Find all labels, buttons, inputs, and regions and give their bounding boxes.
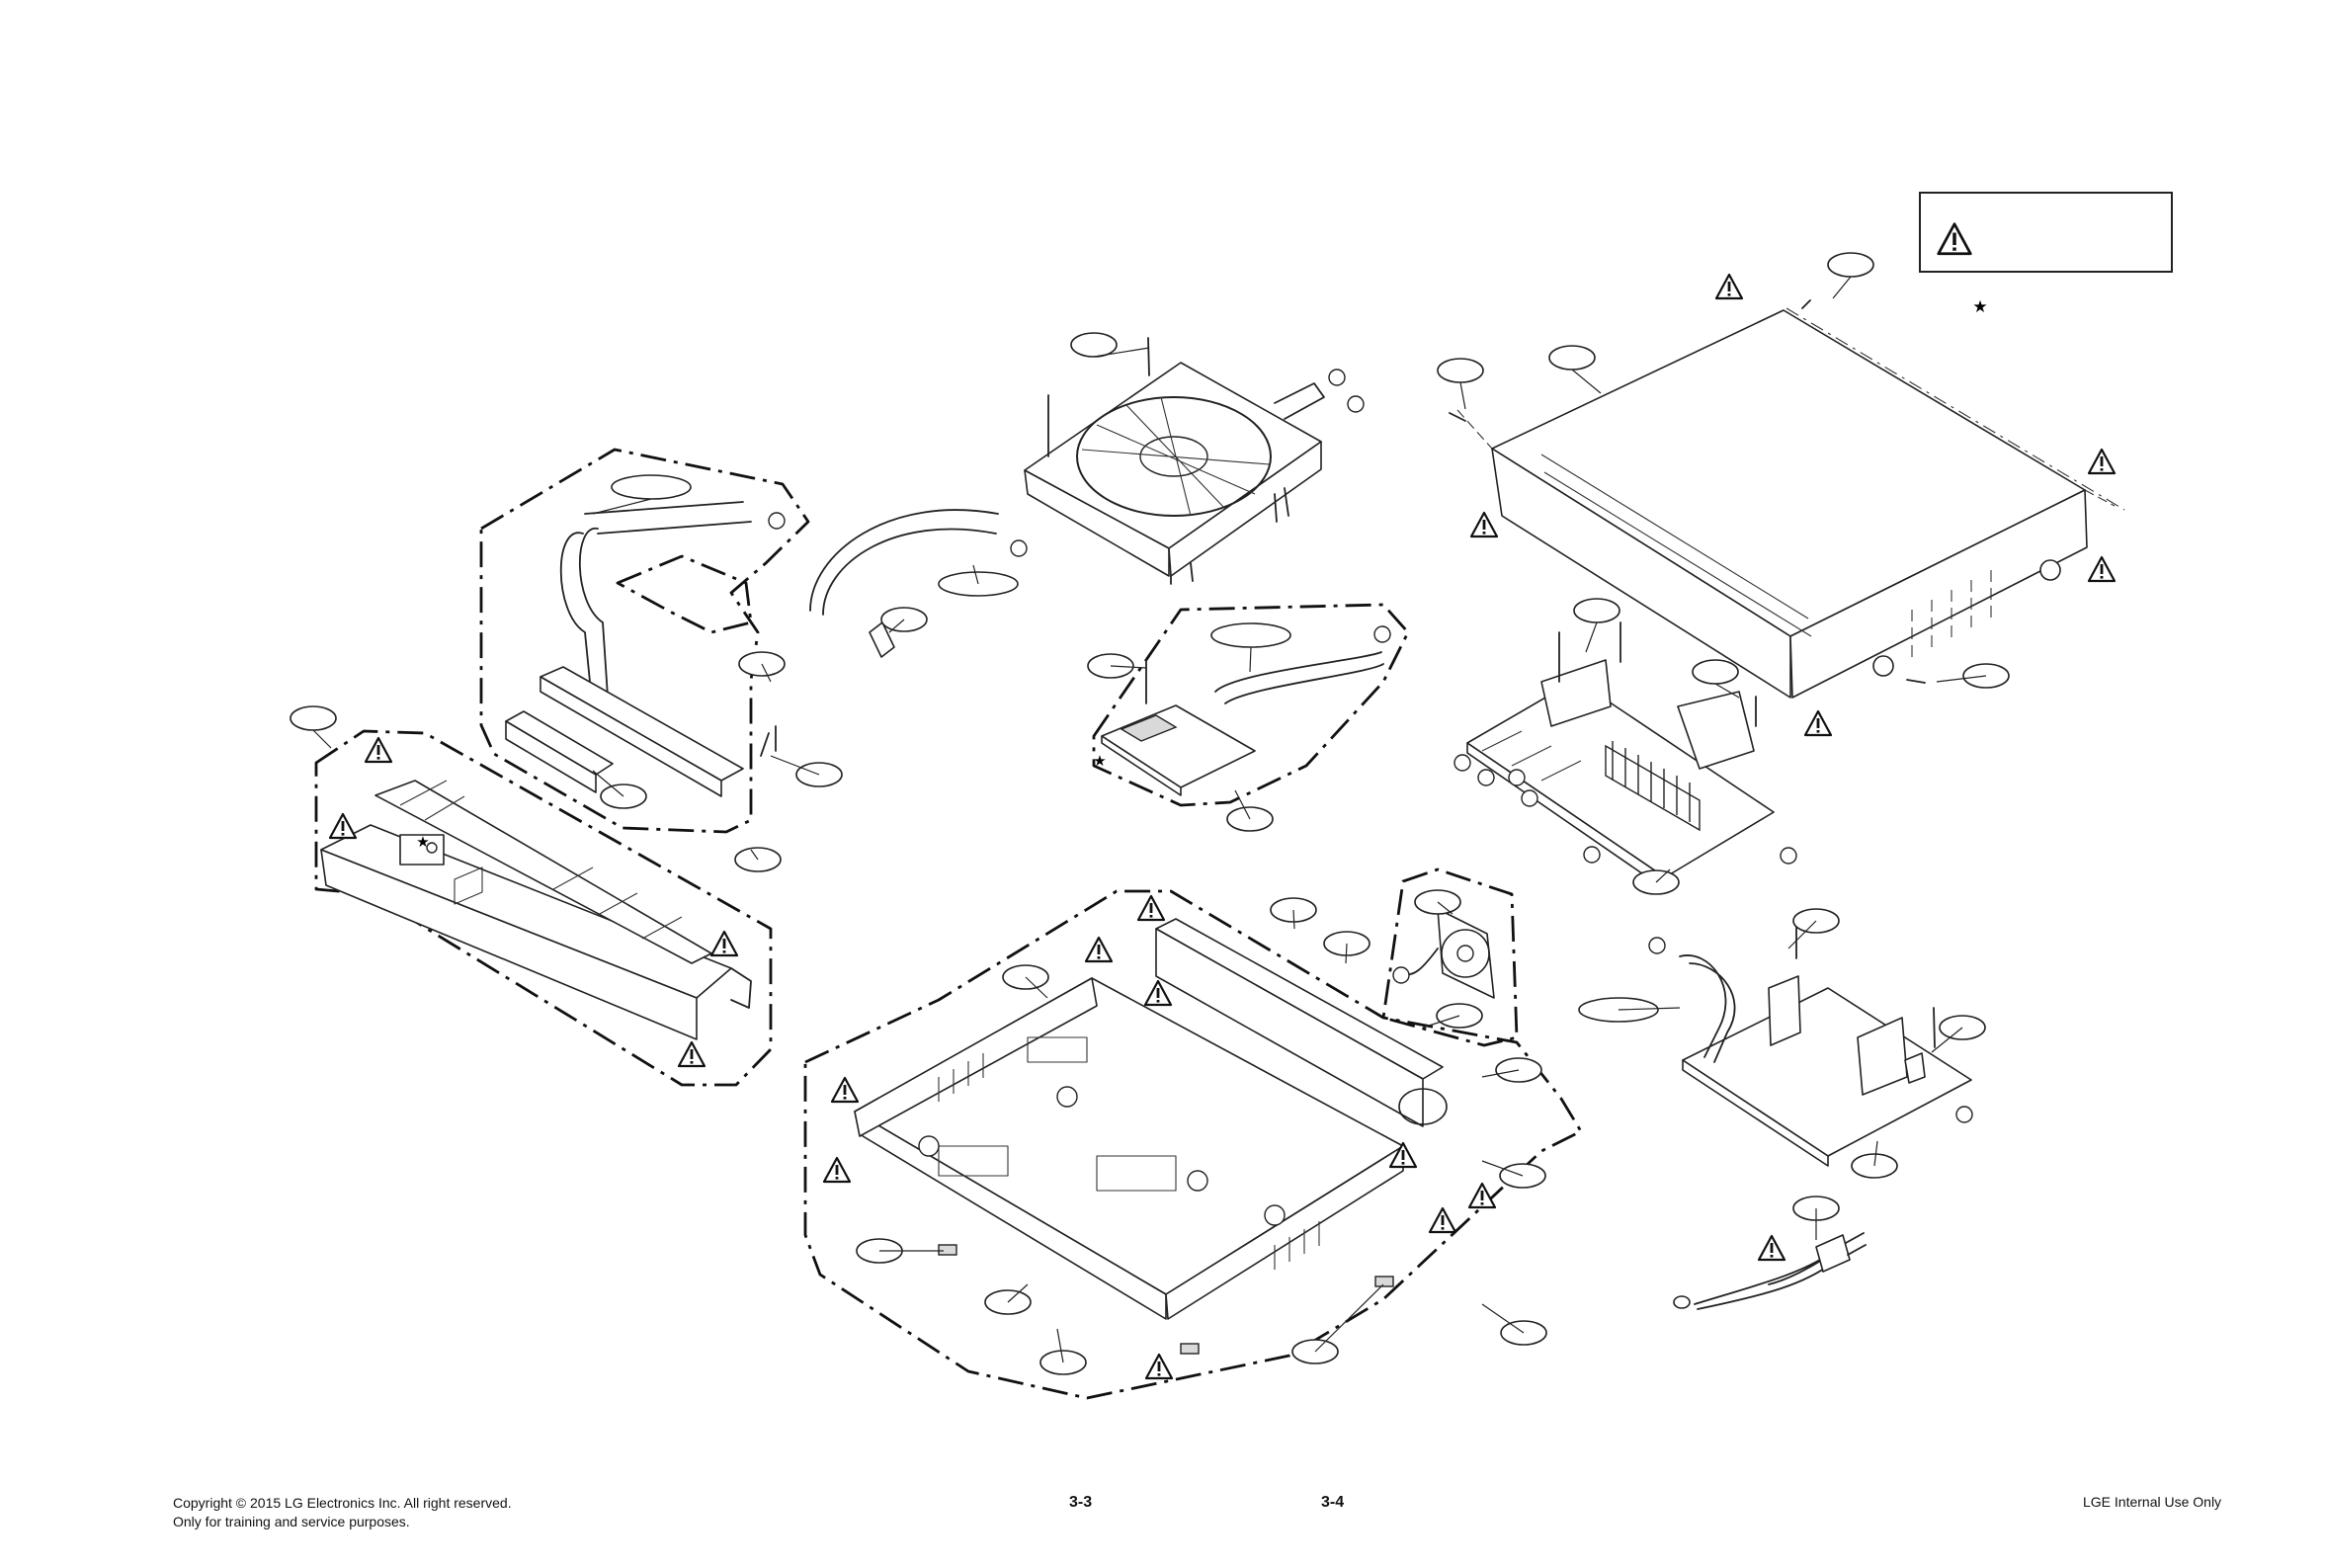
warning-triangle-icon: [1138, 896, 1164, 920]
star-icon: ★: [1972, 297, 1987, 317]
warning-triangle-icon: [679, 1042, 705, 1066]
front-board-assembly: [506, 502, 776, 796]
warning-triangle-icon: [711, 932, 737, 955]
legend-box: [1920, 193, 2172, 272]
warning-triangle-icon: [366, 738, 391, 762]
warning-triangle-icon: [1805, 711, 1831, 735]
warning-triangle-icon: [824, 1158, 850, 1182]
warning-triangle-icon: [1469, 1184, 1495, 1207]
warning-triangle-icon: [832, 1078, 858, 1102]
warning-triangle-icon: [1471, 513, 1497, 536]
warning-triangle-icon: [2089, 450, 2115, 473]
front-panel-assembly: [321, 781, 751, 1039]
main-board-assembly: [1102, 652, 1383, 795]
page-number-right: 3-4: [1321, 1494, 1344, 1512]
chassis-assembly: [855, 919, 1447, 1354]
warning-triangle-icon: [1145, 981, 1171, 1005]
warning-triangle-icon: [1759, 1236, 1785, 1260]
internal-use-notice: LGE Internal Use Only: [2083, 1494, 2221, 1510]
copyright-line-1: Copyright © 2015 LG Electronics Inc. All…: [173, 1494, 512, 1513]
page-number-left: 3-3: [1069, 1494, 1092, 1512]
warning-triangle-icon: [330, 814, 356, 838]
smps-board-assembly: [1680, 919, 1971, 1166]
warning-triangle-icon: [1086, 938, 1112, 961]
copyright-line-2: Only for training and service purposes.: [173, 1513, 512, 1531]
warning-triangle-icon: [1146, 1355, 1172, 1378]
front-board-group: [481, 450, 808, 832]
warning-triangle-icon: [1716, 275, 1742, 298]
footer-copyright: Copyright © 2015 LG Electronics Inc. All…: [173, 1494, 512, 1531]
disc-loader-assembly: [1025, 338, 1324, 584]
fan-assembly: [1403, 909, 1494, 998]
star-icon: ★: [416, 833, 429, 851]
warning-triangle-icon: [1430, 1208, 1455, 1232]
warning-triangle-icon: [2089, 557, 2115, 581]
star-icon: ★: [1093, 752, 1106, 770]
